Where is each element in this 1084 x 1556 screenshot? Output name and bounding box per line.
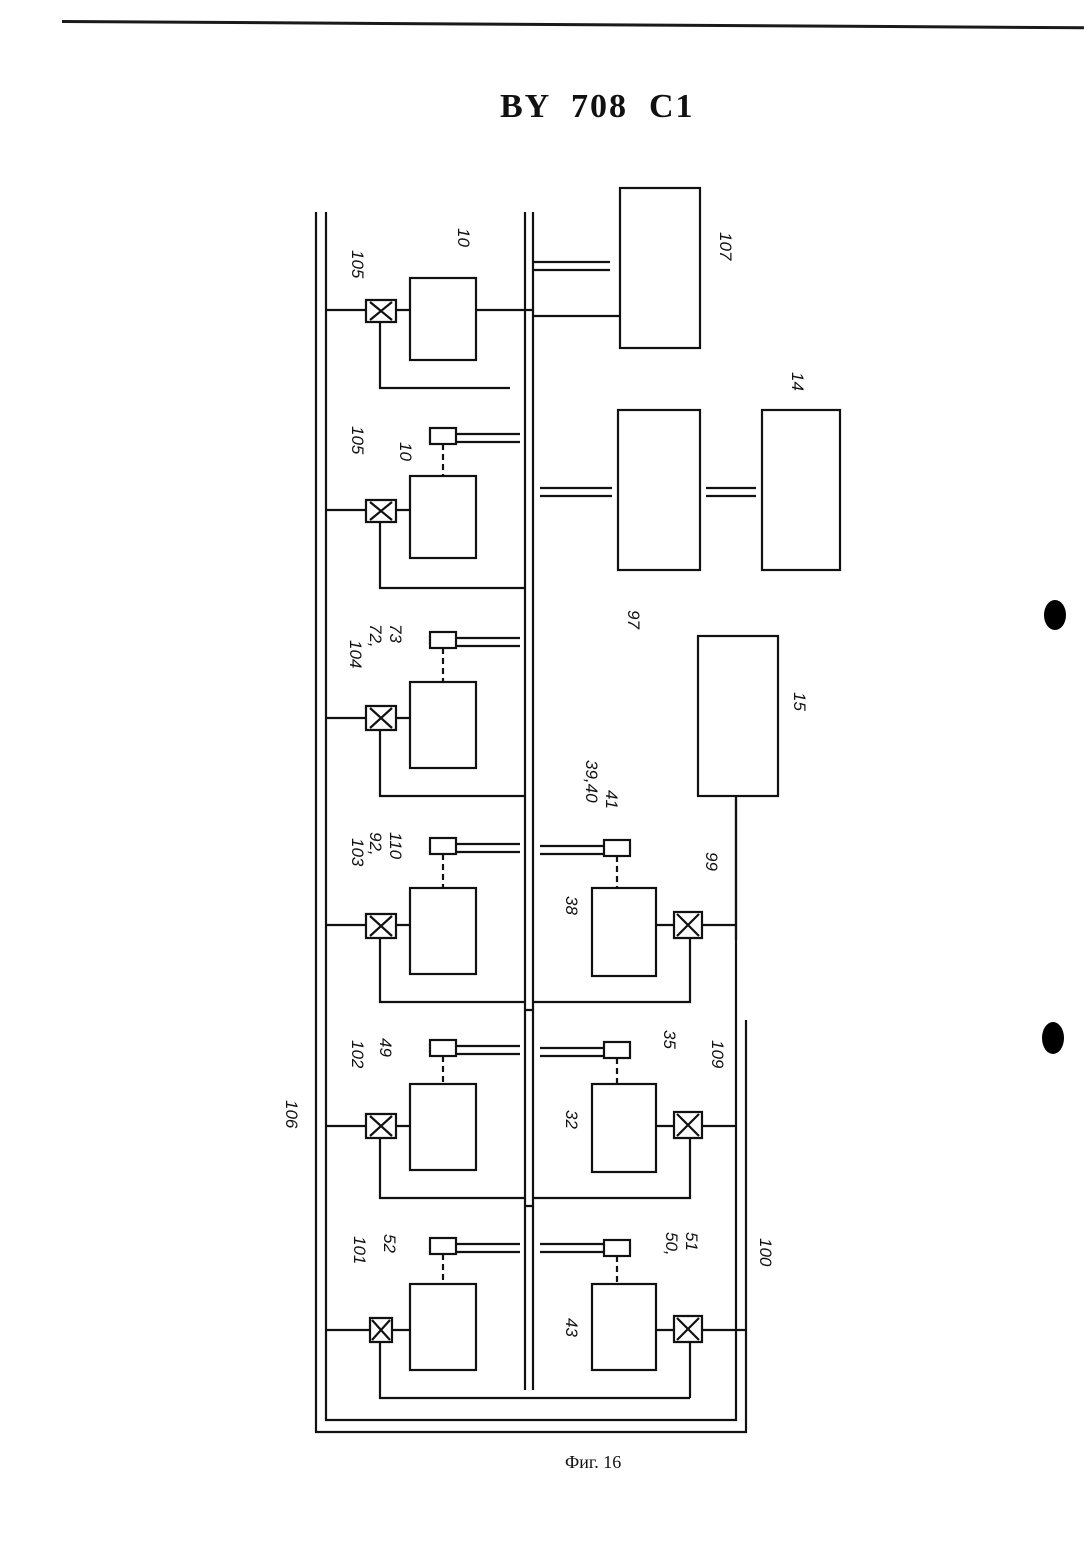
block-14 [762,410,840,570]
label-35: 35 [660,1030,679,1049]
label-43: 43 [562,1318,581,1337]
label-107: 107 [716,232,735,261]
label-105-second: 105 [348,426,367,455]
label-72-73: 72, [366,624,385,648]
label-38: 38 [562,896,581,915]
label-92-110-b: 110 [386,832,405,860]
label-99: 99 [702,852,721,871]
block-97 [618,410,700,570]
label-10-second: 10 [396,442,415,461]
label-50-51: 50, [662,1232,681,1256]
label-92-110: 92, [366,832,385,856]
label-103: 103 [348,838,367,867]
label-39-40-41: 39,40 [582,760,601,803]
label-97: 97 [624,610,643,629]
label-105-top: 105 [348,250,367,279]
right-modules [525,840,746,1398]
label-32: 32 [562,1110,581,1129]
label-109: 109 [708,1040,727,1069]
label-15: 15 [790,692,809,711]
label-101: 101 [350,1236,369,1264]
label-52: 52 [380,1234,399,1253]
label-102: 102 [348,1040,367,1069]
label-104: 104 [346,640,365,668]
label-14: 14 [788,372,807,391]
label-106: 106 [282,1100,301,1129]
reference-labels: 105 10 107 105 10 14 97 104 72, 73 15 10… [282,228,809,1337]
label-10-top: 10 [454,228,473,247]
label-72-73-b: 73 [386,624,405,643]
label-39-40-41-b: 41 [602,790,621,809]
block-15 [698,636,778,796]
figure-caption: Фиг. 16 [565,1452,621,1473]
label-100: 100 [756,1238,775,1267]
label-50-51-b: 51 [682,1232,701,1251]
block-107 [620,188,700,348]
label-49: 49 [376,1038,395,1057]
